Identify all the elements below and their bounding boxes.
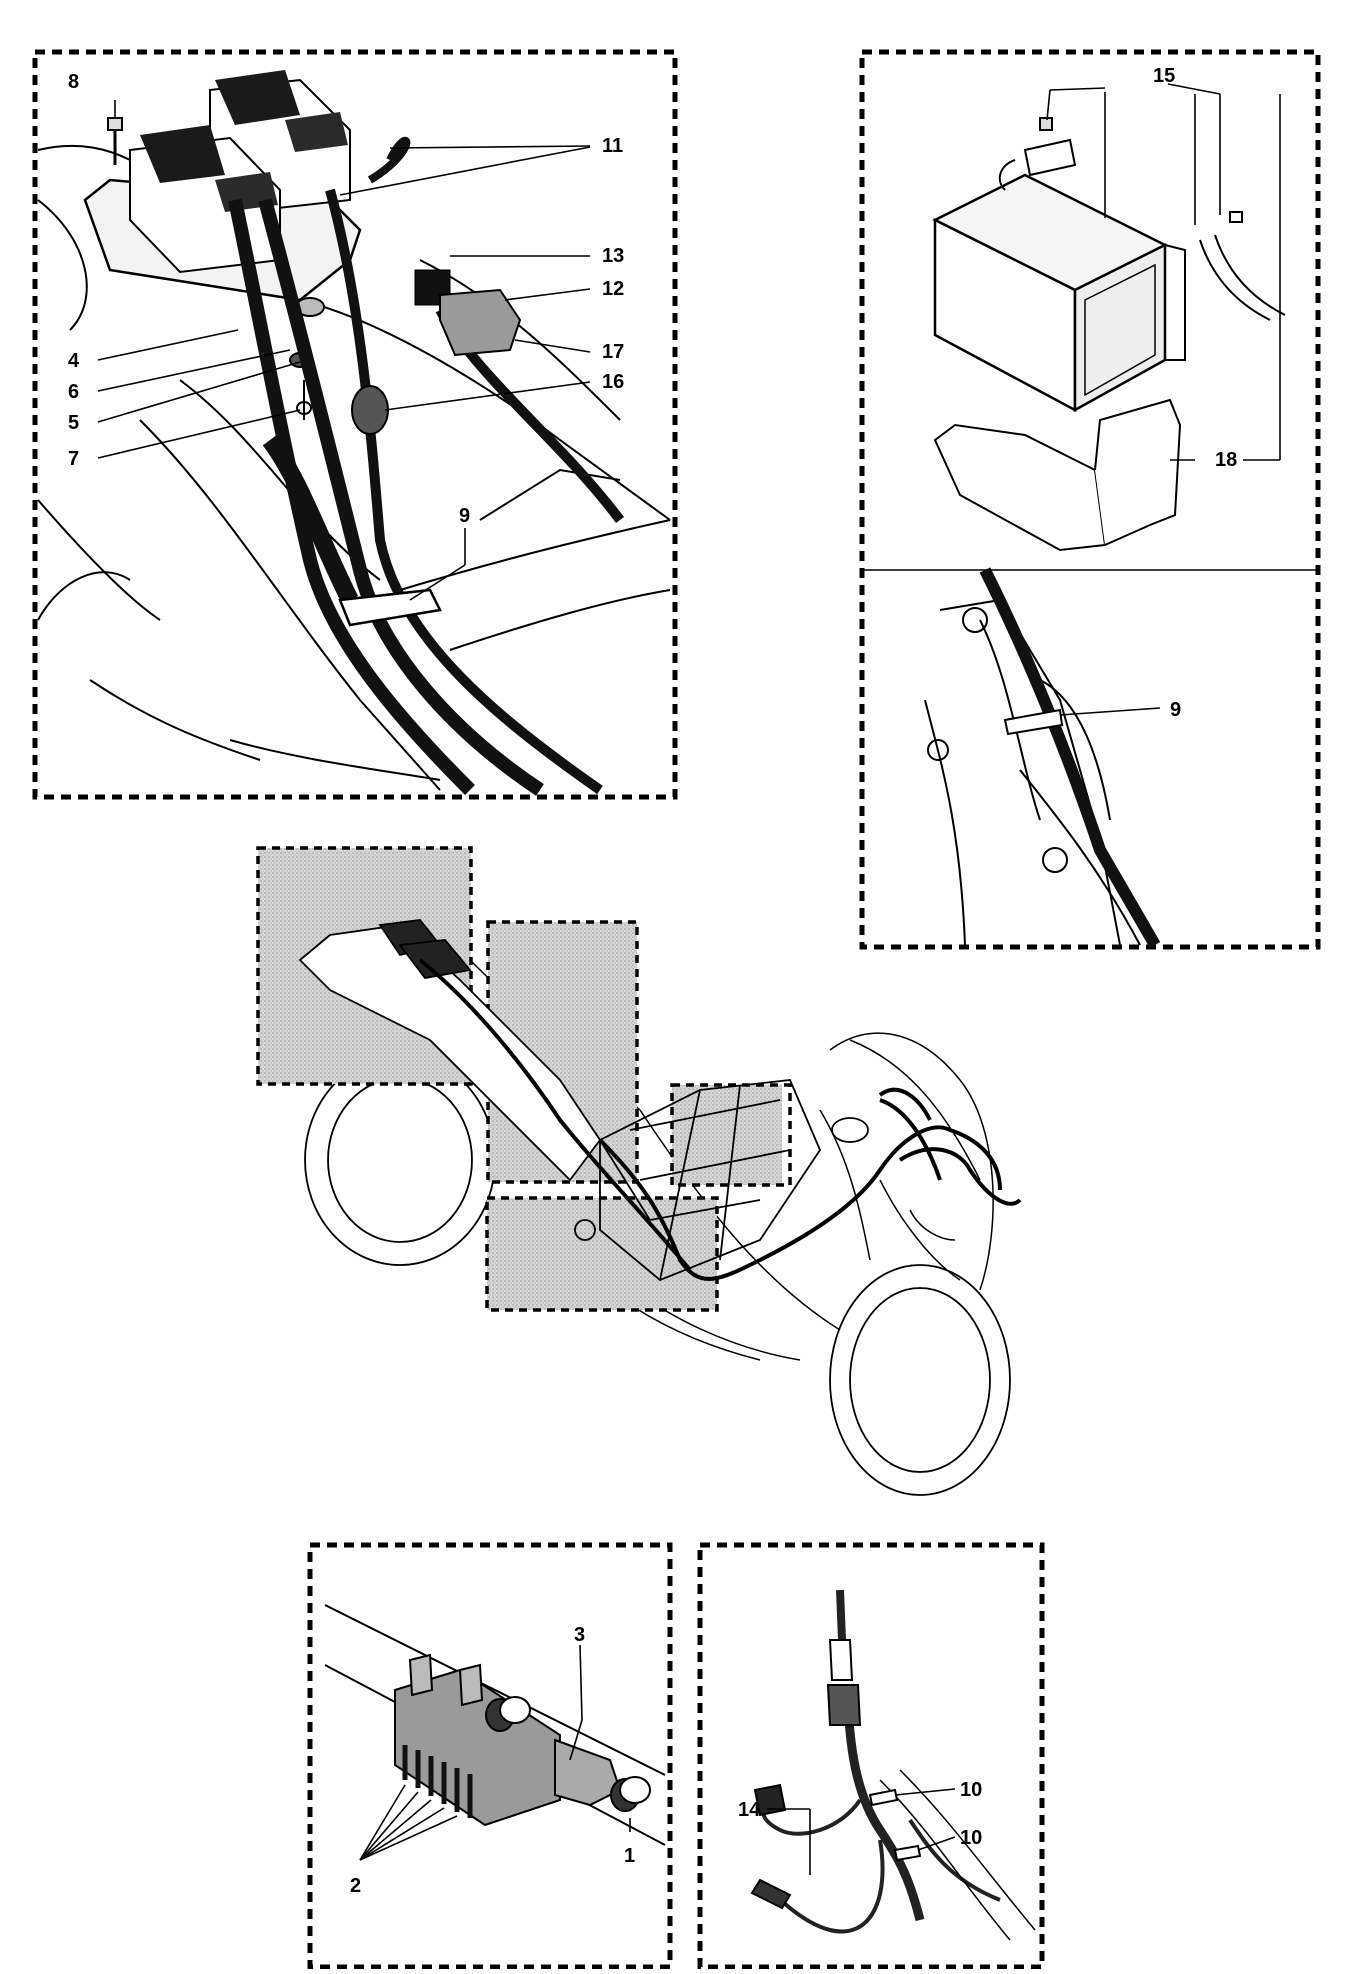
callout-9-upper: 9 xyxy=(459,505,470,527)
panel-rear-electrical-detail xyxy=(32,49,678,800)
callout-18: 18 xyxy=(1215,449,1237,471)
connector-plug xyxy=(753,1783,787,1817)
frame-section-illustration xyxy=(924,598,1141,946)
wiring-harness-route xyxy=(418,958,1022,1281)
trellis-frame-overview xyxy=(574,1079,869,1282)
callout-11: 11 xyxy=(602,135,623,157)
battery-rubber-pad-part-18 xyxy=(933,398,1182,552)
main-harness-cable xyxy=(836,1589,925,1922)
relay-part-12 xyxy=(439,288,522,357)
screw-part-8 xyxy=(107,117,123,165)
voltage-regulator xyxy=(394,1653,622,1827)
inline-connector xyxy=(826,1639,862,1726)
callout-17: 17 xyxy=(602,341,624,363)
battery-terminal-clamp xyxy=(998,117,1077,191)
callout-labels: 8 11 13 12 17 16 4 6 5 7 9 15 18 9 3 2 1… xyxy=(68,65,1237,1897)
rear-wheel xyxy=(304,1054,496,1266)
wiring-harness-bundle xyxy=(228,136,624,796)
callout-2: 2 xyxy=(350,1875,361,1897)
callout-3: 3 xyxy=(574,1624,585,1646)
callout-5: 5 xyxy=(68,412,79,434)
harness-along-frame xyxy=(979,567,1161,949)
panel-connector-detail xyxy=(697,1542,1045,1970)
panel-battery-detail xyxy=(859,49,1321,950)
detail-frame-border xyxy=(697,1542,1045,1970)
callout-10-lower: 10 xyxy=(960,1827,982,1849)
callout-6: 6 xyxy=(68,381,79,403)
callout-15: 15 xyxy=(1153,65,1175,87)
motorcycle-overview xyxy=(256,846,1022,1496)
cable-tie-part-9 xyxy=(338,588,442,627)
callout-8: 8 xyxy=(68,71,79,93)
auxiliary-leads xyxy=(761,1798,1001,1934)
callout-4: 4 xyxy=(68,350,80,372)
leader-lines xyxy=(97,83,1281,1875)
spacer-bush-part-1 xyxy=(485,1696,651,1812)
cable-ties-part-10 xyxy=(868,1788,922,1862)
callout-1: 1 xyxy=(624,1845,635,1867)
fin-pointer-lines xyxy=(359,1784,458,1861)
battery-cables xyxy=(1199,211,1286,321)
callout-9-lower: 9 xyxy=(1170,699,1181,721)
detail-frame-border xyxy=(32,49,678,800)
callout-12: 12 xyxy=(602,278,624,300)
callout-13: 13 xyxy=(602,245,624,267)
relay-part-13 xyxy=(414,269,451,306)
rear-subframe-overview xyxy=(298,919,602,1182)
front-wheel xyxy=(829,1264,1011,1496)
ignition-module-rear xyxy=(209,70,351,212)
socket-part-14 xyxy=(750,1878,792,1910)
detail-frame-border xyxy=(307,1542,673,1970)
cable-tie-part-9-frame xyxy=(1003,708,1064,736)
battery xyxy=(932,173,1186,413)
connector-part-16 xyxy=(351,385,389,435)
callout-10-upper: 10 xyxy=(960,1779,982,1801)
detail-frame-border xyxy=(859,49,1321,950)
callout-14: 14 xyxy=(738,1799,761,1821)
ignition-module-front xyxy=(129,125,281,274)
callout-16: 16 xyxy=(602,371,624,393)
regulator-cooling-fins xyxy=(402,1745,473,1818)
panel-voltage-regulator-detail xyxy=(307,1542,673,1970)
callout-7: 7 xyxy=(68,448,79,470)
